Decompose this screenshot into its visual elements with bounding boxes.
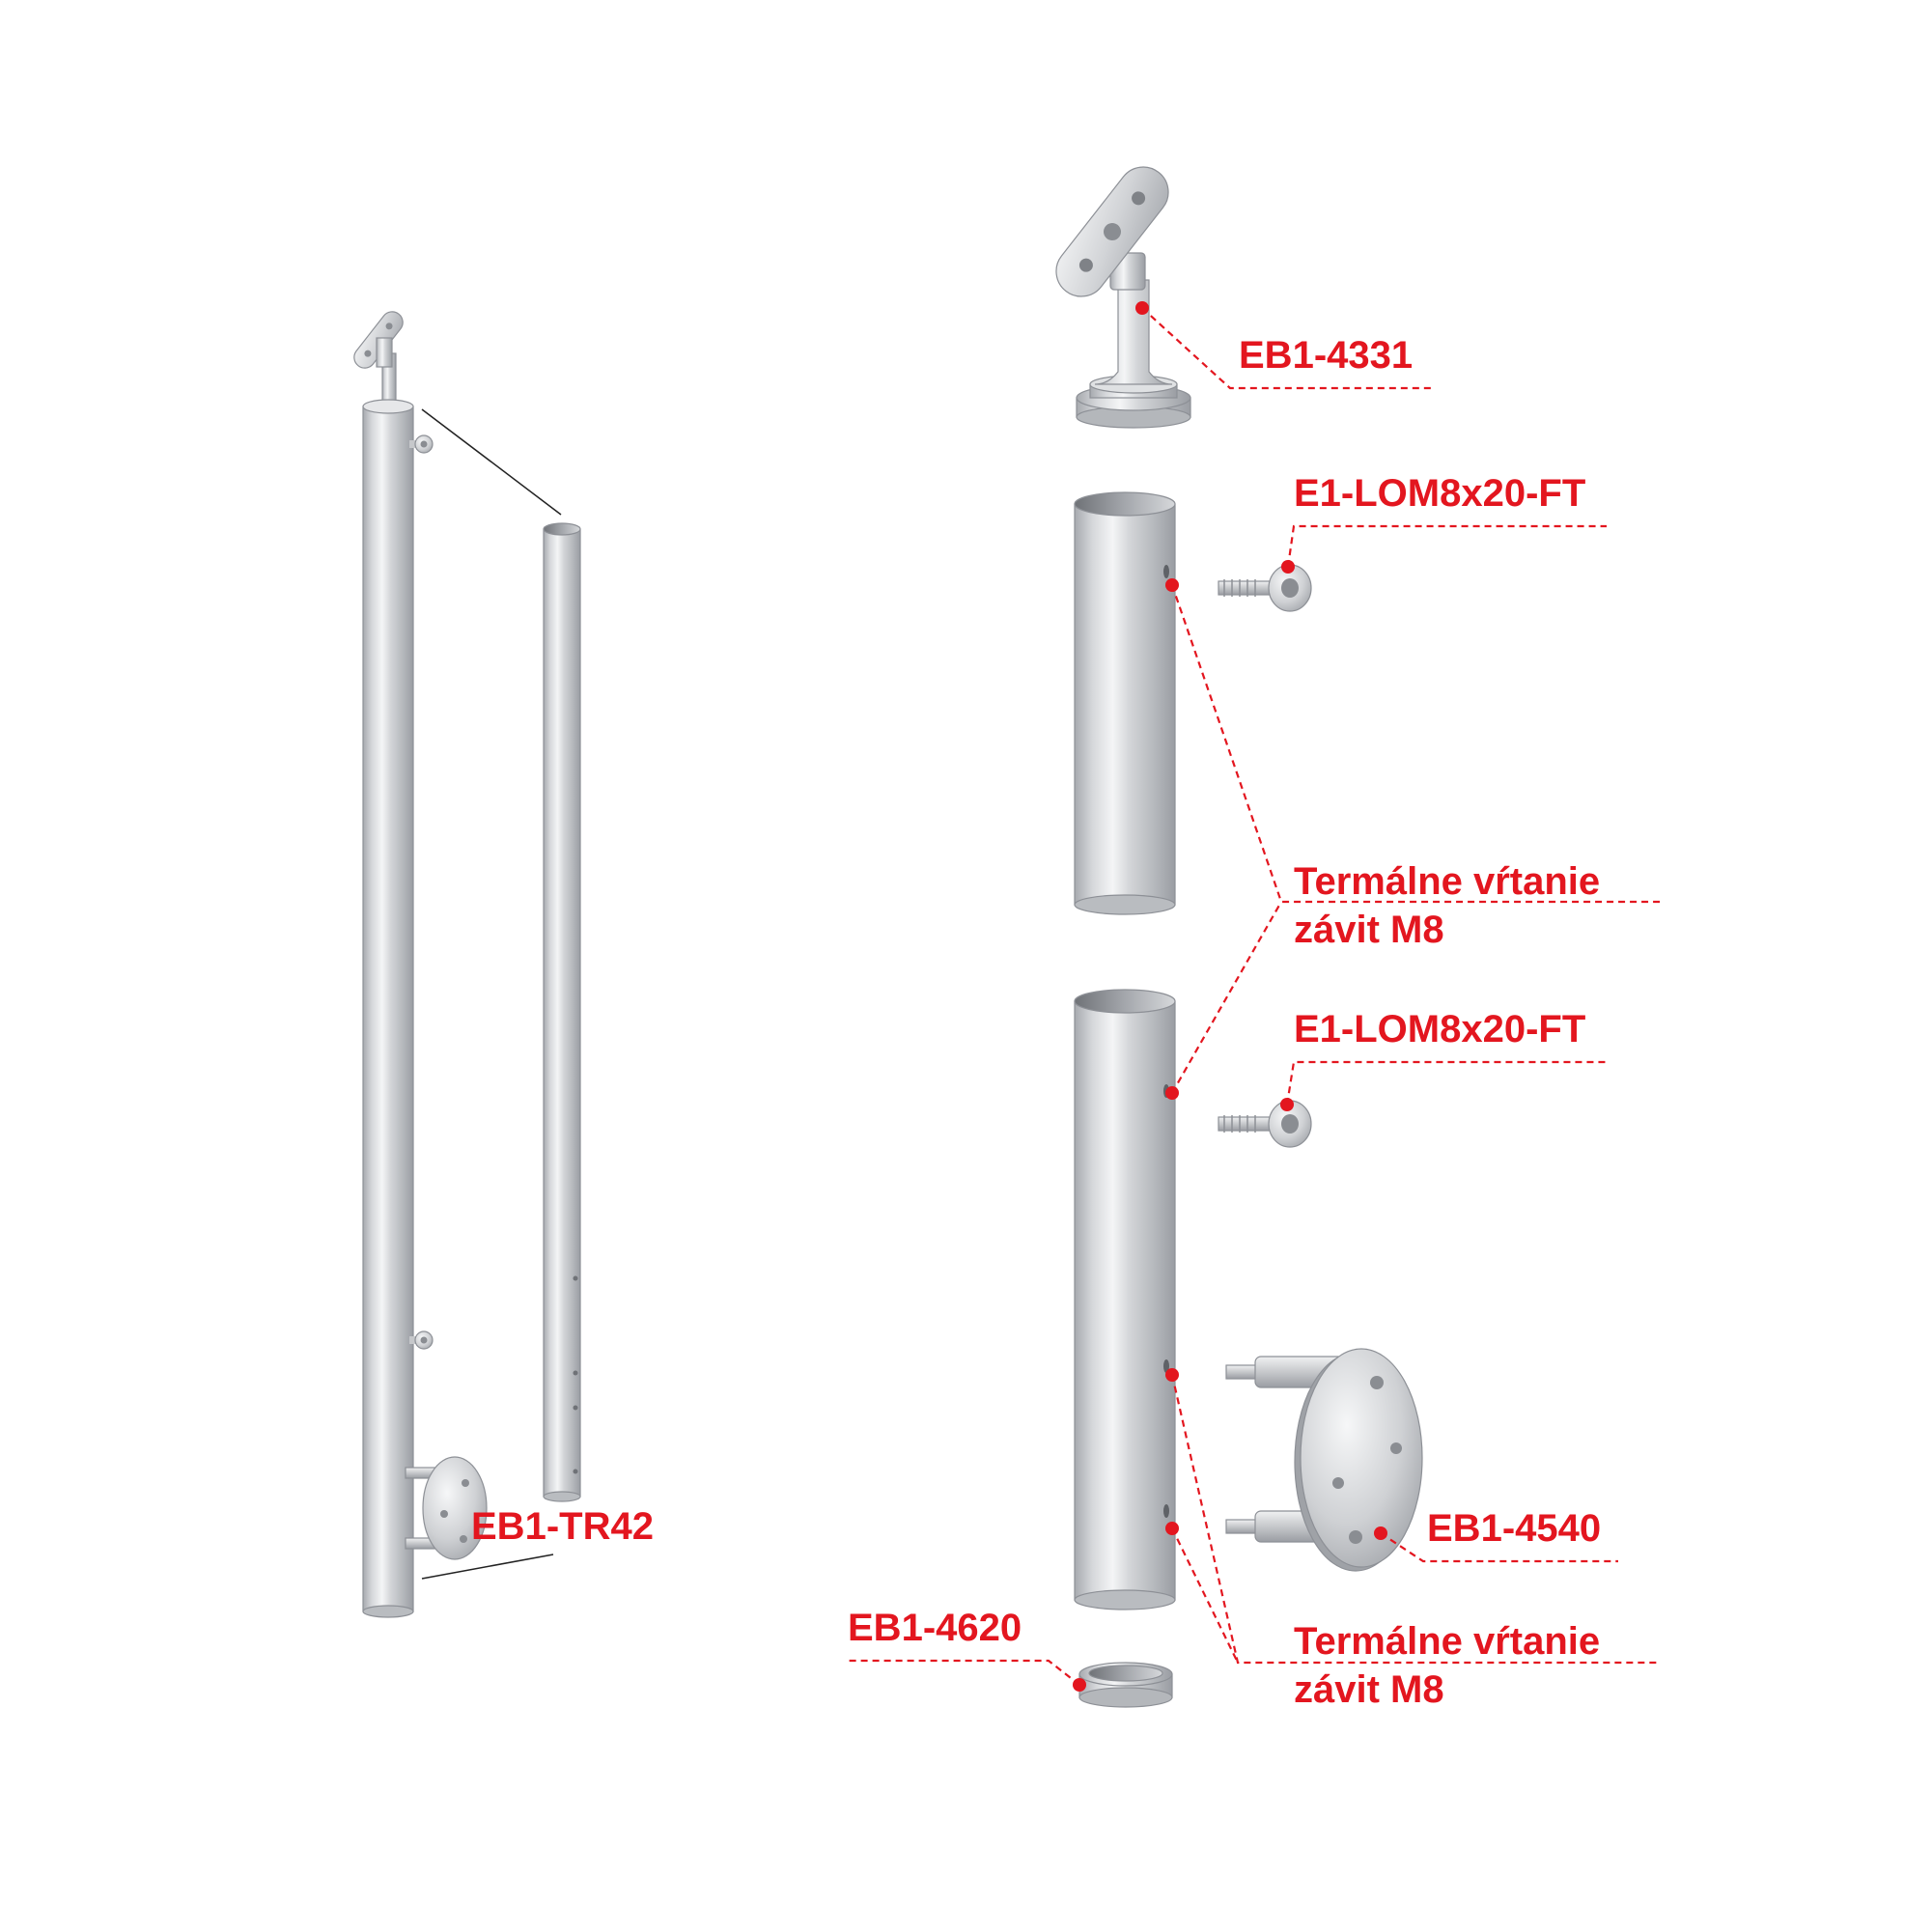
end-cap-part [1078,1662,1173,1708]
label-thermal-drill-top-line2: závit M8 [1294,909,1444,951]
post-tube [362,406,414,1612]
post-handrail-support [353,311,404,407]
eye-bolt-bottom-part [1218,1100,1312,1148]
label-eye-bolt-top: E1-LOM8x20-FT [1294,472,1586,515]
handrail-support-part [1055,166,1191,429]
callout-handrail-support [1135,301,1435,390]
callout-thermal-drill-top [1165,578,1661,1100]
label-thermal-drill-top: Termálne vŕtanie závit M8 [1294,857,1600,954]
label-thermal-drill-bottom: Termálne vŕtanie závit M8 [1294,1617,1600,1714]
post-eye-bolt-bottom [409,1330,434,1350]
label-eye-bolt-bottom: E1-LOM8x20-FT [1294,1008,1586,1050]
upper-tube [1074,491,1176,915]
callout-end-cap [845,1659,1086,1692]
label-end-cap: EB1-4620 [848,1607,1022,1649]
label-thermal-drill-bottom-line1: Termálne vŕtanie [1294,1620,1601,1663]
post-eye-bolt-top [409,434,434,454]
eye-bolt-top-part [1218,564,1312,612]
leader-line-bottom [421,1554,554,1580]
label-thermal-drill-bottom-line2: závit M8 [1294,1668,1444,1711]
label-thermal-drill-top-line1: Termálne vŕtanie [1294,860,1601,903]
loose-tube [543,522,581,1502]
lower-tube [1074,989,1176,1610]
callout-flange [1374,1526,1618,1563]
label-flange: EB1-4540 [1427,1507,1602,1550]
leader-line-top [421,408,562,516]
flange-part [1225,1348,1423,1572]
callout-eye-bolt-top [1281,524,1607,574]
callout-eye-bolt-bottom [1280,1060,1607,1111]
label-post: EB1-TR42 [471,1505,654,1548]
post-side-flange [405,1456,488,1560]
label-handrail-support: EB1-4331 [1239,334,1414,377]
callout-thermal-drill-bottom [1165,1368,1661,1665]
assembled-post [353,311,562,1618]
